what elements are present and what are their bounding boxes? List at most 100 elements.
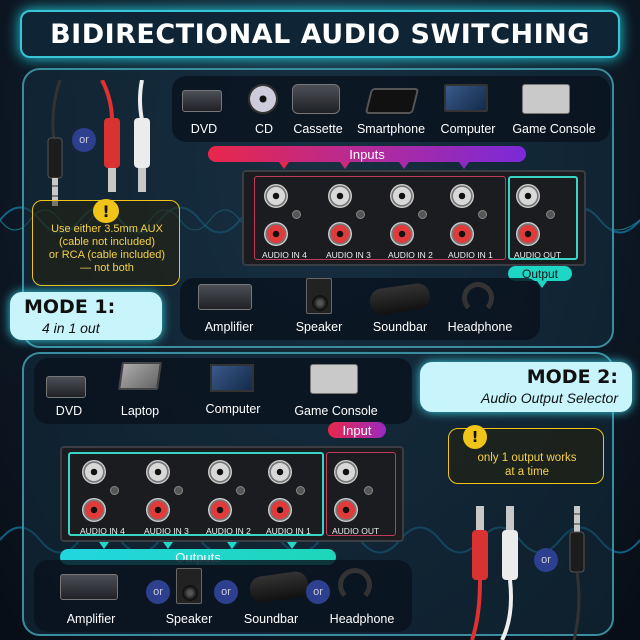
smartphone-icon [364, 88, 420, 114]
mode1-cables [42, 79, 160, 210]
jack-in3-red[interactable] [146, 498, 170, 522]
jack-in3-red[interactable] [328, 222, 352, 246]
port-label-in4: AUDIO IN 4 [262, 250, 307, 260]
mode2-subtitle: Audio Output Selector [481, 390, 618, 406]
inputs-bar: Inputs [208, 146, 526, 162]
device-label-soundbar: Soundbar [243, 612, 299, 626]
speaker-icon [306, 278, 332, 314]
device-label-game-console: Game Console [294, 404, 378, 418]
device-label-amplifier: Amplifier [66, 612, 116, 626]
port-label-out: AUDIO OUT [514, 250, 562, 260]
or-badge: or [534, 548, 558, 572]
mode2-note-box: ! only 1 output works at a time [448, 425, 604, 484]
page-title: BIDIRECTIONAL AUDIO SWITCHING [20, 10, 620, 58]
port-label-in3: AUDIO IN 3 [326, 250, 371, 260]
arrow-down [99, 542, 109, 549]
jack-in4-white[interactable] [264, 184, 288, 208]
game-console-icon [522, 84, 570, 114]
jack-in2-white[interactable] [208, 460, 232, 484]
dvd-player-icon [182, 90, 222, 112]
mode2-output-devices: or or or Amplifier Speaker Soundbar Head… [34, 560, 412, 632]
output-bar: Output [508, 266, 572, 281]
jack-in2-red[interactable] [390, 222, 414, 246]
mode1-output-devices: Amplifier Speaker Soundbar Headphone [180, 278, 540, 340]
cd-player-icon [248, 84, 278, 114]
mode1-output-port-frame [508, 176, 578, 260]
device-label-laptop: Laptop [120, 404, 160, 418]
jack-in3-white[interactable] [328, 184, 352, 208]
mode2-switch-unit: AUDIO IN 4 AUDIO IN 3 AUDIO IN 2 AUDIO I… [60, 446, 404, 542]
or-badge: or [72, 128, 96, 152]
port-label-in3: AUDIO IN 3 [144, 526, 189, 536]
port-label-in2: AUDIO IN 2 [206, 526, 251, 536]
jack-in2-white[interactable] [390, 184, 414, 208]
jack-in1-red[interactable] [450, 222, 474, 246]
rca-cable-icon [470, 506, 585, 640]
arrow-down [163, 542, 173, 549]
warning-line-4: — not both [80, 262, 134, 274]
cassette-player-icon [292, 84, 340, 114]
jack-in2-red[interactable] [208, 498, 232, 522]
arrow-down [537, 281, 547, 288]
input-bar: Input [328, 422, 386, 438]
amplifier-icon [60, 574, 118, 600]
arrow-down [227, 542, 237, 549]
device-label-smartphone: Smartphone [356, 122, 426, 136]
arrow-down [287, 542, 297, 549]
device-label-headphone: Headphone [329, 612, 395, 626]
jack-out-white[interactable] [334, 460, 358, 484]
jack-in1-red[interactable] [268, 498, 292, 522]
mode2-input-devices: DVD Laptop Computer Game Console [34, 358, 412, 424]
warning-icon: ! [463, 425, 487, 449]
jack-in1-white[interactable] [450, 184, 474, 208]
note-line-2: at a time [504, 466, 550, 478]
note-line-1: only 1 output works [477, 452, 577, 464]
mode1-heading: MODE 1: [24, 296, 116, 318]
or-badge: or [146, 580, 170, 604]
device-label-headphone: Headphone [447, 320, 513, 334]
jack-in4-white[interactable] [82, 460, 106, 484]
headphone-icon [462, 282, 494, 314]
device-label-computer: Computer [205, 402, 261, 416]
port-label-in2: AUDIO IN 2 [388, 250, 433, 260]
warning-line-1: Use either 3.5mm AUX [51, 223, 163, 235]
aux-cable-icon [47, 79, 150, 206]
soundbar-icon [248, 570, 310, 604]
mode1-switch-unit: AUDIO IN 4 AUDIO IN 3 AUDIO IN 2 AUDIO I… [242, 170, 586, 266]
jack-in1-white[interactable] [268, 460, 292, 484]
dvd-player-icon [46, 376, 86, 398]
mode1-subtitle: 4 in 1 out [42, 320, 100, 336]
jack-out-red[interactable] [516, 222, 540, 246]
device-label-computer: Computer [440, 122, 496, 136]
jack-in4-red[interactable] [82, 498, 106, 522]
device-label-speaker: Speaker [295, 320, 343, 334]
device-label-amplifier: Amplifier [204, 320, 254, 334]
port-label-in1: AUDIO IN 1 [266, 526, 311, 536]
mode2-label: MODE 2: Audio Output Selector [420, 362, 632, 412]
device-label-dvd: DVD [55, 404, 83, 418]
mode1-label: MODE 1: 4 in 1 out [10, 292, 162, 340]
speaker-icon [176, 568, 202, 604]
warning-line-2: (cable not included) [58, 236, 155, 248]
mode2-cables [462, 506, 602, 640]
arrow-down [399, 162, 409, 169]
device-label-dvd: DVD [190, 122, 218, 136]
arrow-down [459, 162, 469, 169]
laptop-icon [118, 362, 162, 390]
port-label-in4: AUDIO IN 4 [80, 526, 125, 536]
jack-in4-red[interactable] [264, 222, 288, 246]
jack-out-white[interactable] [516, 184, 540, 208]
mode2-output-port-frame [326, 452, 396, 536]
headphone-icon [338, 568, 372, 602]
port-label-in1: AUDIO IN 1 [448, 250, 493, 260]
computer-icon [444, 84, 488, 112]
device-label-cassette: Cassette [293, 122, 343, 136]
arrow-down [340, 162, 350, 169]
computer-icon [210, 364, 254, 392]
jack-in3-white[interactable] [146, 460, 170, 484]
jack-out-red[interactable] [334, 498, 358, 522]
mode2-input-ports-frame [68, 452, 324, 536]
device-label-cd: CD [254, 122, 274, 136]
warning-line-3: or RCA (cable included) [48, 249, 166, 261]
mode1-input-devices: DVD CD Cassette Smartphone Computer Game… [172, 76, 610, 142]
